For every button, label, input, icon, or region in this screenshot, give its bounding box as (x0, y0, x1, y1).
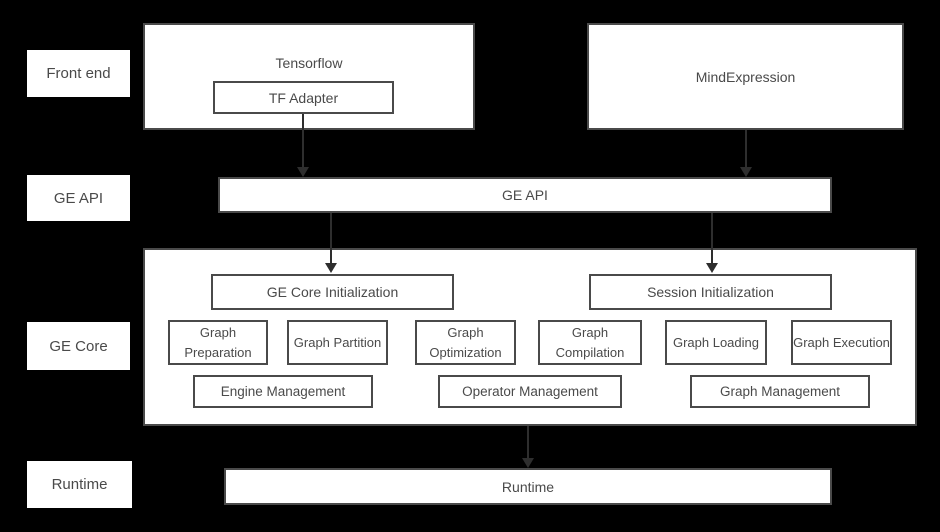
arrow-head-icon (706, 263, 718, 273)
lane-label-runtime: Runtime (27, 461, 132, 508)
ge-core-initialization-box: GE Core Initialization (211, 274, 454, 310)
arrow-tf-adapter-to-ge-api (297, 114, 309, 177)
arrow-shaft (330, 213, 332, 264)
arrow-head-icon (740, 167, 752, 177)
arrow-head-icon (522, 458, 534, 468)
arrow-ge-api-to-session-init (706, 213, 718, 273)
operator-management-box: Operator Management (438, 375, 622, 408)
runtime-bar: Runtime (224, 468, 832, 505)
stage-box-graph-compilation: Graph Compilation (538, 320, 642, 365)
stage-box-graph-loading: Graph Loading (665, 320, 767, 365)
arrow-head-icon (297, 167, 309, 177)
tensorflow-title: Tensorflow (275, 55, 343, 71)
stage-box-graph-execution: Graph Execution (791, 320, 892, 365)
arrow-shaft (745, 130, 747, 168)
lane-label-ge-core: GE Core (27, 322, 130, 370)
mindexpression-box: MindExpression (587, 23, 904, 130)
graph-management-box: Graph Management (690, 375, 870, 408)
stage-box-graph-optimization: Graph Optimization (415, 320, 516, 365)
arrow-shaft (302, 114, 304, 168)
arrow-ge-core-to-runtime (522, 426, 534, 468)
arrow-head-icon (325, 263, 337, 273)
stage-box-graph-partition: Graph Partition (287, 320, 388, 365)
arrow-shaft (527, 426, 529, 459)
arrow-mindexpression-to-ge-api (740, 130, 752, 177)
ge-core-container: GE Core Initialization Session Initializ… (143, 248, 917, 426)
stage-box-graph-preparation: Graph Preparation (168, 320, 268, 365)
arrow-shaft (711, 213, 713, 264)
lane-label-front-end: Front end (27, 50, 130, 97)
engine-management-box: Engine Management (193, 375, 373, 408)
lane-label-ge-api: GE API (27, 175, 130, 221)
session-initialization-box: Session Initialization (589, 274, 832, 310)
arrow-ge-api-to-ge-core-init (325, 213, 337, 273)
tf-adapter-box: TF Adapter (213, 81, 394, 114)
ge-api-bar: GE API (218, 177, 832, 213)
tensorflow-box: Tensorflow TF Adapter (143, 23, 475, 130)
